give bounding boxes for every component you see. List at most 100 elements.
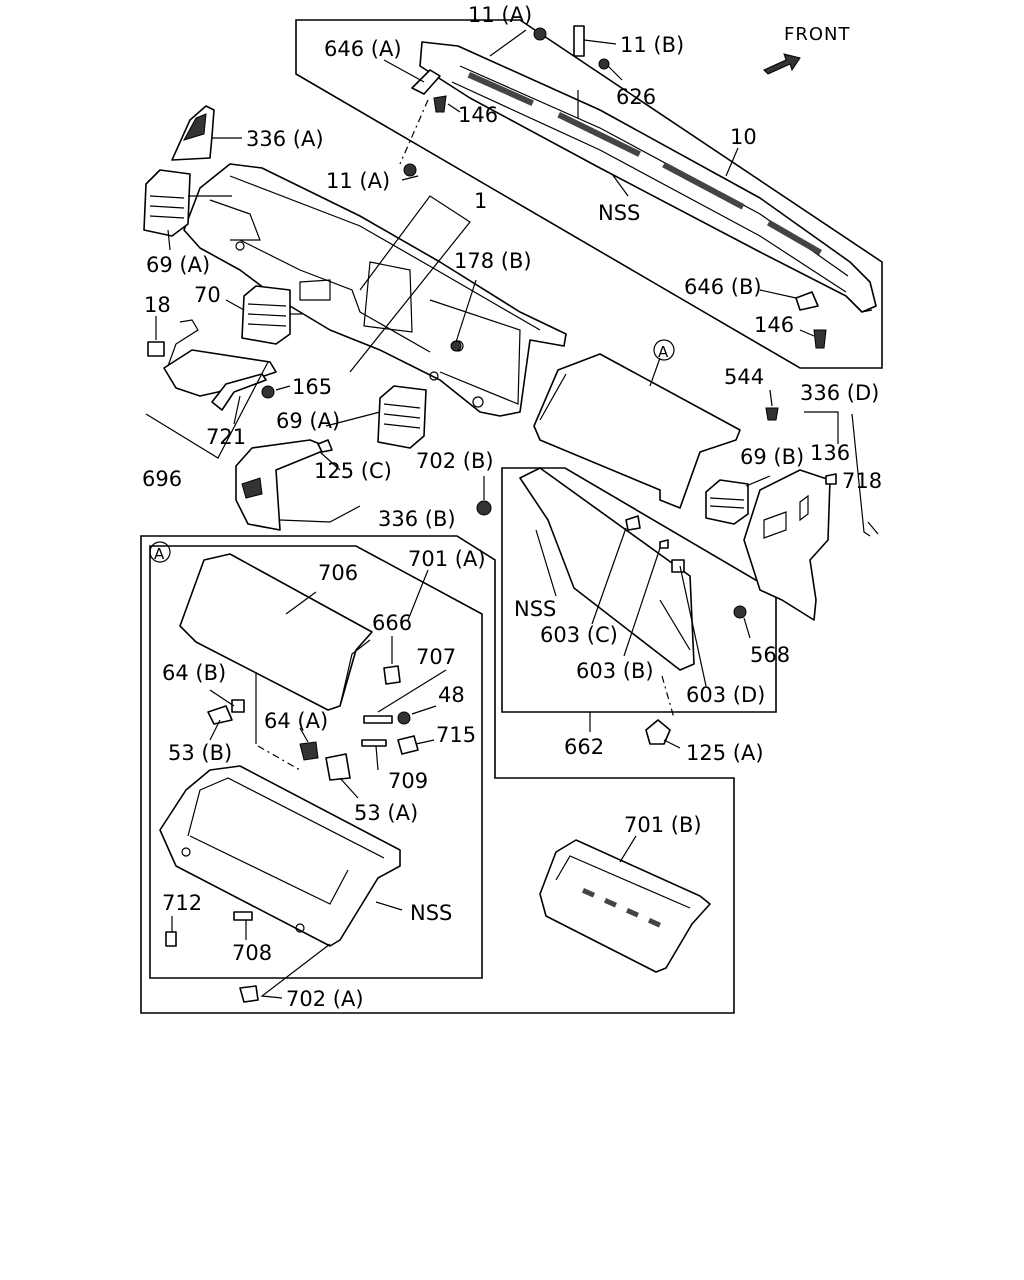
clip-603c <box>625 515 641 531</box>
callout-709: 709 <box>388 769 428 793</box>
clip-125a <box>645 719 671 745</box>
clip-11a-top <box>533 27 547 41</box>
callout-662: 662 <box>564 735 604 759</box>
screw-568 <box>733 605 747 619</box>
air-vent-70 <box>241 285 291 345</box>
front-label: FRONT <box>784 24 851 45</box>
latch-715 <box>397 735 419 755</box>
defroster-vent-slots <box>467 71 822 256</box>
ref-circle-a-box <box>149 541 171 563</box>
callout-708: 708 <box>232 941 272 965</box>
frames <box>140 19 883 1014</box>
air-vent-69a-left <box>143 169 191 237</box>
callout-64b: 64 (B) <box>162 661 226 685</box>
callout-146-top: 146 <box>458 103 498 127</box>
callout-702b: 702 (B) <box>416 449 494 473</box>
clip-11a-mid <box>403 163 417 177</box>
clip-136 <box>825 473 837 485</box>
callout-603d: 603 (D) <box>686 683 765 707</box>
screw-626 <box>598 58 610 70</box>
clip-146-right <box>813 329 827 349</box>
glove-box-assembly-frame <box>140 535 735 1014</box>
nut-165 <box>261 385 275 399</box>
hinge-53b <box>207 705 233 725</box>
callout-69a-left: 69 (A) <box>146 253 210 277</box>
side-vent-336a <box>171 105 215 161</box>
callout-11a-top: 11 (A) <box>468 3 532 27</box>
callout-125c: 125 (C) <box>314 459 392 483</box>
callout-715: 715 <box>436 723 476 747</box>
callout-11a-mid: 11 (A) <box>326 169 390 193</box>
callout-136: 136 <box>810 441 850 465</box>
glove-box-panel-662 <box>519 467 695 671</box>
glove-box-door-706 <box>179 553 373 711</box>
callout-53a: 53 (A) <box>354 801 418 825</box>
glove-box-701b <box>539 839 711 973</box>
ref-circle-a-top <box>653 339 675 361</box>
side-panel-336d <box>743 469 831 621</box>
nut-702b <box>476 500 492 516</box>
callout-69a-mid: 69 (A) <box>276 409 340 433</box>
callout-146-right: 146 <box>754 313 794 337</box>
clip-702a <box>239 985 259 1003</box>
callout-646a: 646 (A) <box>324 37 402 61</box>
callout-11b: 11 (B) <box>620 33 684 57</box>
screw-707 <box>363 715 393 724</box>
callout-nss-mid: NSS <box>514 597 556 621</box>
bracket-646a <box>411 69 441 95</box>
callout-603b: 603 (B) <box>576 659 654 683</box>
callout-568: 568 <box>750 643 790 667</box>
callout-circle-a-top: A <box>658 343 669 361</box>
callout-53b: 53 (B) <box>168 741 232 765</box>
callout-712: 712 <box>162 891 202 915</box>
callout-336d: 336 (D) <box>800 381 879 405</box>
glove-box-701b-slots <box>581 888 661 928</box>
glove-box-lid-frame <box>501 467 777 713</box>
fasteners <box>147 25 879 1003</box>
callout-10: 10 <box>730 125 757 149</box>
callout-702a: 702 (A) <box>286 987 364 1011</box>
hinge-53a <box>325 753 351 781</box>
front-arrow-icon <box>763 53 801 75</box>
clip-603b <box>659 539 669 549</box>
callout-603c: 603 (C) <box>540 623 618 647</box>
bracket-646b <box>795 291 819 311</box>
callout-labels: 11 (A) 646 (A) 11 (B) 626 146 336 (A) 10… <box>142 3 882 1011</box>
bolt-18 <box>147 341 165 357</box>
upper-panel-frame <box>295 19 883 369</box>
callout-718: 718 <box>842 469 882 493</box>
callout-48: 48 <box>438 683 465 707</box>
defroster-panel-10 <box>419 41 877 313</box>
callout-666: 666 <box>372 611 412 635</box>
callout-701b: 701 (B) <box>624 813 702 837</box>
knee-panel-696 <box>163 319 277 411</box>
callout-707: 707 <box>416 645 456 669</box>
callout-336b: 336 (B) <box>378 507 456 531</box>
callout-646b: 646 (B) <box>684 275 762 299</box>
pin-712 <box>165 931 177 947</box>
callout-544: 544 <box>724 365 764 389</box>
callout-165: 165 <box>292 375 332 399</box>
callout-1: 1 <box>474 189 487 213</box>
rod-718 <box>867 521 879 535</box>
callout-circle-a-box: A <box>154 545 165 563</box>
callout-70: 70 <box>194 283 221 307</box>
callout-178b: 178 (B) <box>454 249 532 273</box>
clip-146-top <box>433 95 447 113</box>
inset-a-frame <box>149 545 483 979</box>
callout-696: 696 <box>142 467 182 491</box>
latch-666 <box>383 665 401 685</box>
callout-721: 721 <box>206 425 246 449</box>
clip-125c <box>317 439 333 453</box>
air-vent-69b <box>705 479 749 525</box>
lower-panel-336b <box>235 439 331 531</box>
callout-626: 626 <box>616 85 656 109</box>
bolt-11b <box>573 25 585 57</box>
clip-544 <box>765 407 779 421</box>
clip-603d <box>671 559 685 573</box>
front-arrow: FRONT <box>763 24 851 75</box>
reference-marks <box>149 339 675 563</box>
clip-64b <box>231 699 245 713</box>
callout-706: 706 <box>318 561 358 585</box>
